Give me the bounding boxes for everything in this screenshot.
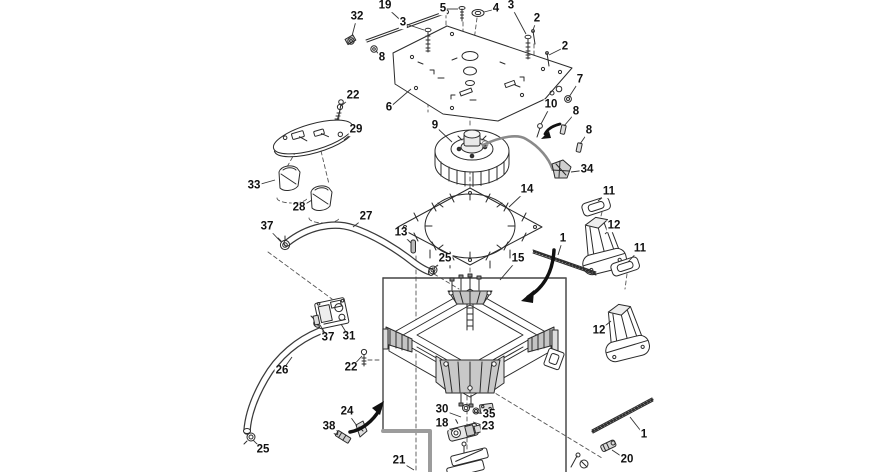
part-number-15: 15 [510,252,526,265]
part-number-34: 34 [579,163,595,176]
saddle-clip-28 [310,185,333,211]
screw-10 [536,123,543,138]
part-number-11: 11 [601,185,617,198]
part-number-2: 2 [532,12,542,25]
upper-fasteners [334,6,583,153]
part-number-13: 13 [393,226,409,239]
fitting-32 [344,34,357,46]
part-number-24: 24 [339,405,355,418]
part-number-8: 8 [571,105,581,118]
part-number-8: 8 [584,124,594,137]
corner-bracket-left [382,326,413,353]
part-number-37: 37 [320,331,336,344]
part-number-29: 29 [348,123,364,136]
part-number-28: 28 [291,201,307,214]
part-number-26: 26 [274,364,290,377]
part-number-33: 33 [246,179,262,192]
hose-26 [243,327,324,435]
part-number-2: 2 [560,40,570,53]
frame-assembly [382,273,565,408]
part-number-22: 22 [343,361,359,374]
bolt-5 [458,6,466,22]
clamp-37a [277,235,291,251]
washers-7 [555,85,572,103]
part-number-25: 25 [437,252,453,265]
screw-29 [338,99,344,116]
gasket-11b [610,256,640,277]
part-number-22: 22 [345,89,361,102]
grommet-4 [471,9,485,17]
connector-34 [551,159,572,179]
screw-3a [424,27,432,53]
pin-2b [545,51,550,67]
part-number-38: 38 [321,420,337,433]
valve-assembly-18 [444,419,482,442]
screw-below-18 [461,441,467,454]
top-plate [392,25,573,122]
corner-bracket-top [447,273,493,331]
foot-12b [605,303,650,363]
part-number-27: 27 [358,210,374,223]
part-number-7: 7 [575,73,585,86]
spacer-8b [559,124,567,135]
threaded-rod-1b [591,397,654,434]
screw-clamp-bottom-right [570,452,589,469]
fan-shroud [397,187,543,269]
part-number-9: 9 [430,119,440,132]
part-number-8: 8 [377,51,387,64]
saddle-clip-33 [278,165,301,191]
part-number-37: 37 [259,220,275,233]
part-number-1: 1 [558,232,568,245]
part-number-18: 18 [434,417,450,430]
clamp-25b [243,432,256,445]
part-number-1: 1 [639,428,649,441]
frame-box-15 [381,277,567,472]
part-number-32: 32 [349,10,365,23]
part-number-12: 12 [591,324,607,337]
part-number-23: 23 [480,420,496,433]
part-number-35: 35 [481,408,497,421]
threaded-rod-1a [532,249,597,276]
screw-22b [360,348,368,367]
part-number-21: 21 [391,454,407,467]
part-number-3: 3 [398,16,408,29]
part-number-5: 5 [438,2,448,15]
part-number-4: 4 [491,2,501,15]
flow-arrows [348,122,562,434]
part-number-31: 31 [341,330,357,343]
part-number-20: 20 [619,453,635,466]
pump-assembly-31 [312,297,350,330]
part-number-10: 10 [543,98,559,111]
corner-bracket-right [527,326,565,371]
part-number-25: 25 [255,443,271,456]
gasket-11a [581,196,611,217]
fitting-20 [600,439,617,452]
misc-small-parts [333,239,617,469]
part-number-12: 12 [606,219,622,232]
part-number-19: 19 [377,0,393,12]
pin-13 [410,239,416,254]
part-number-30: 30 [434,403,450,416]
part-number-11: 11 [632,242,648,255]
shim-strips [446,447,489,472]
corner-bracket-bottom [435,355,505,408]
fitting-38 [333,429,352,444]
screw-3b [524,34,532,60]
part-number-3: 3 [506,0,516,12]
washer-30 [462,404,470,412]
wire-harness [481,135,572,179]
part-number-6: 6 [384,101,394,114]
part-number-14: 14 [519,183,535,196]
